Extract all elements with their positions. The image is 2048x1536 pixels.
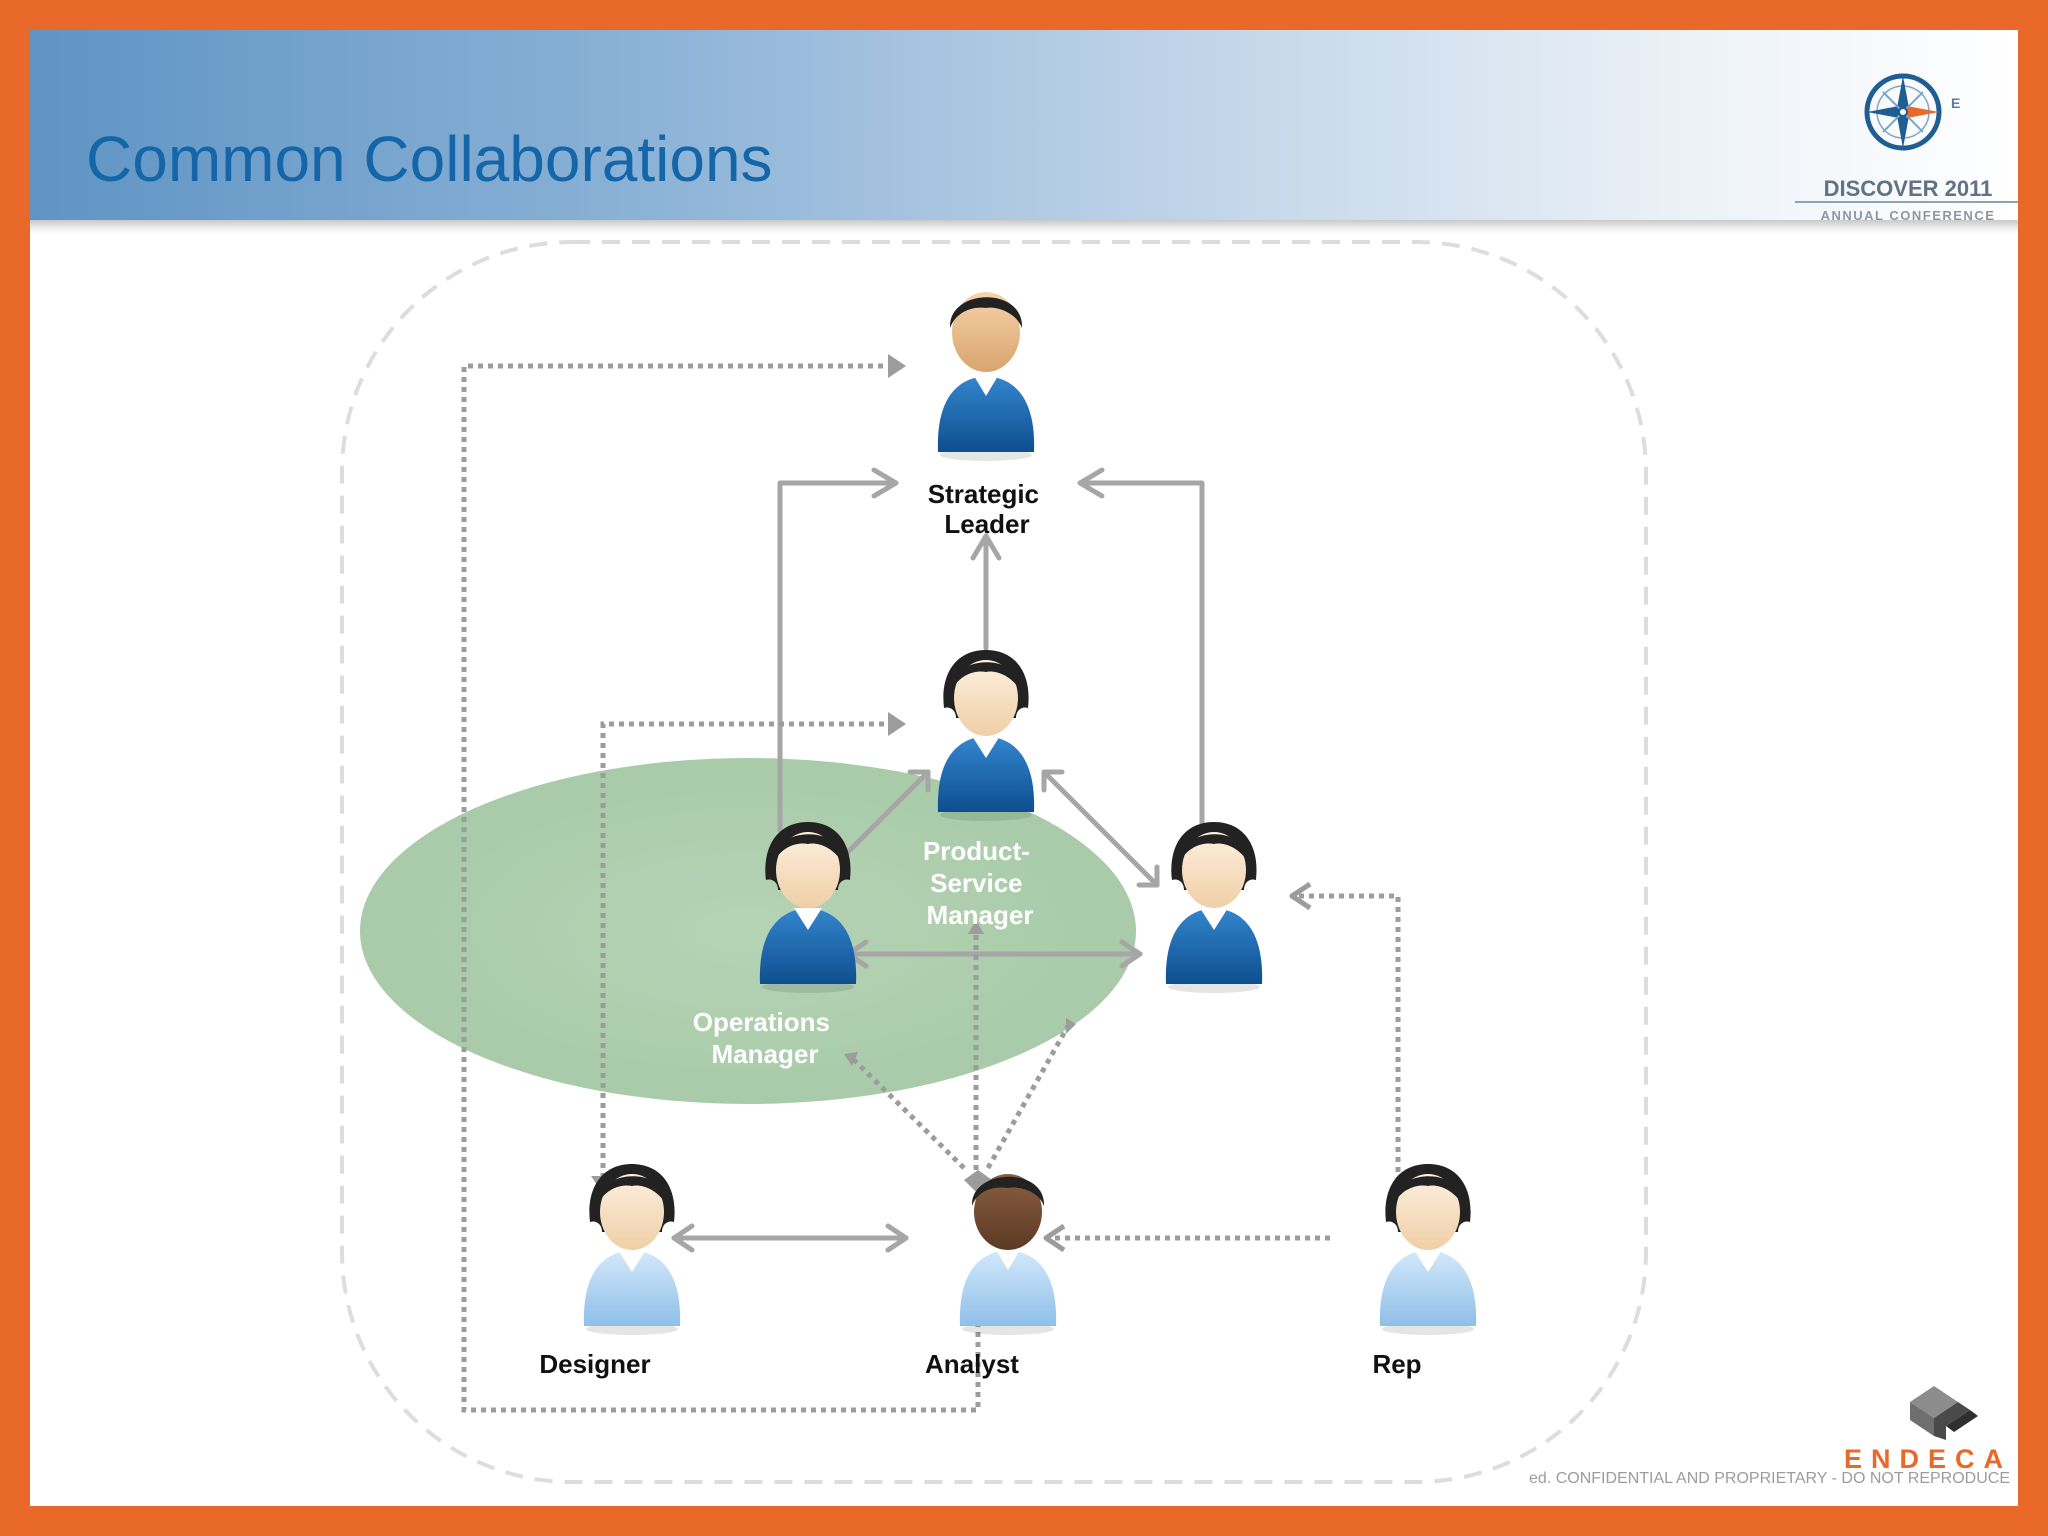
rep-label: Rep (1372, 1349, 1421, 1379)
product-service-manager-label-line2: Service (930, 868, 1023, 898)
strategic-leader-label: Strategic Leader (928, 479, 1047, 539)
slide-title: Common Collaborations (86, 123, 773, 195)
arrow-psm-ops-head-a (907, 769, 931, 793)
product-service-manager-label-line3: Manager (927, 900, 1034, 930)
arrow-ops-to-leader-head (871, 467, 899, 499)
arrow-psm-to-leader-head (970, 533, 1002, 561)
arrow-rel-to-leader-head (1077, 467, 1105, 499)
confidential-footer: ed. CONFIDENTIAL AND PROPRIETARY - DO NO… (1529, 1470, 2010, 1487)
dotted-analyst-to-ops (850, 1056, 966, 1170)
product-service-manager-label-line1: Product- (923, 836, 1030, 866)
conference-logo: E DISCOVER 2011 ANNUAL CONFERENCE (1795, 73, 2018, 223)
compass-letter: E (1951, 95, 1960, 111)
analyst-person-icon (959, 1174, 1057, 1335)
relationship-manager-person-icon (1165, 822, 1263, 993)
relationship-manager-label-line2: Manager (1131, 1039, 1238, 1069)
header-band (30, 30, 2018, 220)
dotted-rep-to-rel (1290, 893, 1401, 1182)
core-team-ellipse (360, 758, 1136, 1104)
arrow-psm-rel (1041, 769, 1160, 888)
product-service-manager-label: Product- Service Manager (923, 836, 1037, 930)
operations-manager-label-line1: Operations (693, 1007, 830, 1037)
dotted-analyst-to-rel (985, 1024, 1071, 1170)
designer-label: Designer (539, 1349, 650, 1379)
operations-manager-person-icon (759, 822, 857, 993)
dotted-designer-to-psm (600, 721, 888, 1178)
arrow-ops-rel-head-b (1119, 939, 1143, 969)
team-boundary (340, 240, 1648, 1484)
relationship-manager-label-line1: Relationship (1102, 1007, 1258, 1037)
strategic-leader-person-icon (937, 292, 1035, 461)
strategic-leader-label-line1: Strategic (928, 479, 1039, 509)
dotted-arrows (461, 363, 1401, 1413)
header-shadow (30, 220, 2018, 234)
arrow-psm-rel-head-b (1136, 864, 1160, 888)
solid-arrows (671, 467, 1205, 1253)
conference-subtitle: ANNUAL CONFERENCE (1821, 208, 1996, 223)
strategic-leader-label-line2: Leader (944, 509, 1029, 539)
endeca-wordmark: ENDECA (1844, 1444, 2012, 1474)
slide: Common Collaborations E DISCOVER 2011 AN… (30, 30, 2018, 1506)
dotted-analyst-loop-to-leader (461, 363, 981, 1413)
endeca-logo: ENDECA ® (1844, 1386, 2012, 1474)
arrow-rel-to-leader (1079, 480, 1205, 833)
analyst-label: Analyst (925, 1349, 1019, 1379)
endeca-mark-icon (1910, 1386, 1978, 1440)
arrow-designer-analyst-head-b (885, 1223, 909, 1253)
collaboration-diagram: Strategic Leader Product- Service Manage… (340, 240, 1648, 1484)
designer-person-icon (583, 1164, 681, 1335)
operations-manager-label: Operations Manager (693, 1007, 837, 1069)
rep-person-icon (1379, 1164, 1477, 1335)
relationship-manager-label: Relationship Manager (1102, 1007, 1265, 1069)
arrow-ops-to-leader (777, 480, 897, 833)
compass-icon (1864, 73, 1942, 151)
arrow-designer-analyst-head-a (671, 1223, 695, 1253)
product-service-manager-person-icon (937, 650, 1035, 821)
conference-name: DISCOVER 2011 (1824, 176, 1993, 201)
operations-manager-label-line2: Manager (712, 1039, 819, 1069)
arrow-psm-rel-head-a (1041, 769, 1065, 793)
